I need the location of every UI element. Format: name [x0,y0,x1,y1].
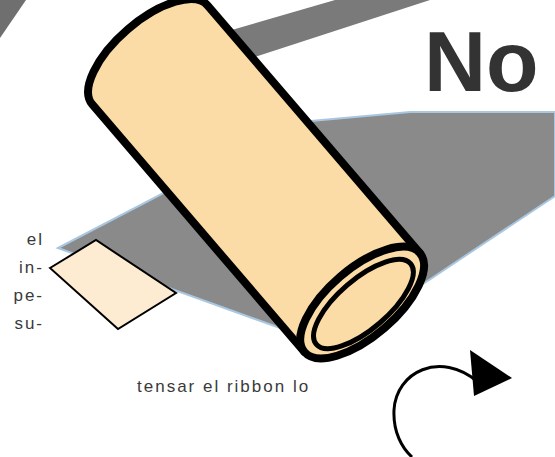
sheet-corner [0,0,26,38]
rotation-arrowhead [470,350,512,396]
roller-cylinder [70,0,442,378]
body-text: el [27,230,44,250]
heading-text: No [424,18,539,104]
body-text: tensar el ribbon lo [137,377,310,397]
body-text: pe- [13,286,44,306]
rotation-arrow [394,367,478,457]
body-text: in- [19,258,44,278]
paper-label [50,240,176,329]
body-text: su- [14,314,44,334]
